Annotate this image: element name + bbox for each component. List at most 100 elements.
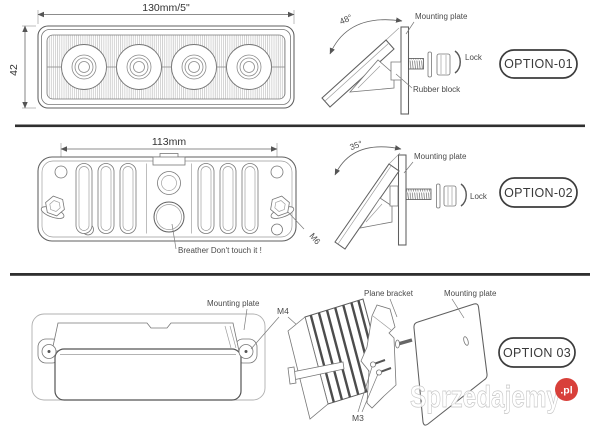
hex-nut [436,53,451,76]
plate-slot-hole [463,336,469,346]
screw-boss [271,223,283,236]
led-ring [236,54,262,80]
mounting-plate-label: Mounting plate [207,299,260,308]
badge-label: OPTION-01 [504,57,573,71]
led-chip [243,61,255,73]
shell-shade-line [224,325,232,349]
flat-washer [436,183,441,209]
led-chip [133,61,145,73]
plane-bracket-label: Plane bracket [364,289,414,298]
bottom-section: Mounting plate M4 [31,289,576,426]
heatsink-fin-inner [244,166,256,231]
mounting-hole [270,165,284,179]
led-chip [188,61,200,73]
led-ring [126,54,152,80]
lamp-face-inner-line [337,165,392,245]
hex-bolt-inner [274,200,286,212]
screw-size-label: M3 [352,413,364,423]
watermark: Sprzedajemy .pl [410,378,578,414]
m3-screw-shaft [373,359,386,365]
width-dimension-label: 113mm [152,136,186,148]
led-reflector-dish [226,44,272,90]
hex-nut [443,185,457,207]
lamp-side-face [287,316,329,420]
leader-line [287,211,305,230]
cable-gland-inner [161,175,177,191]
screw-center [244,350,248,353]
threaded-bolt [408,58,424,70]
leader-line [405,21,415,35]
width-dimension-label: 130mm/5" [142,2,190,14]
mounting-plate [397,154,407,246]
badge-label: OPTION-02 [504,186,573,200]
threaded-bolt [405,188,432,200]
led-ring [71,54,97,80]
breather-label: Breather Don't touch it ! [178,246,262,255]
m3-screw-head [369,361,376,368]
led-ring [184,57,204,77]
angle-arc [329,17,403,55]
through-bolt [397,338,413,346]
side-bolt-right [270,195,295,219]
spring-lock-washer [460,183,467,207]
heatsink-fin-inner [222,166,234,231]
angle-label: 35° [348,138,364,152]
leader-line [451,298,465,319]
plane-bracket [360,304,397,409]
heatsink-fin [75,163,93,234]
fin-line [342,304,368,393]
lock-label: Lock [465,53,483,62]
heatsink-fin [119,163,137,234]
heatsink-fin [97,163,115,234]
heatsink-fin [241,163,259,234]
height-dimension-label: 42 [8,64,20,76]
breather-valve [153,201,185,233]
lock-label: Lock [470,192,488,201]
badge-outline [498,337,576,368]
bracket-inner-line [357,65,381,89]
led-reflectors [61,44,272,90]
bracket-fold-line [372,315,392,331]
led-reflector-dish [171,44,217,90]
watermark-logo-suffix: .pl [560,385,572,397]
leader-line [361,373,379,413]
connector-base [152,156,186,166]
middle-section: 113mm [37,136,578,255]
mounting-plate-label: Mounting plate [415,12,468,21]
badge-outline [499,49,578,79]
tilted-lamp-body [334,163,400,250]
hex-bolt-head [45,195,65,217]
option1-badge: OPTION-01 [499,49,578,79]
bracket-inner-line [365,203,383,223]
mounting-plate [400,26,410,115]
led-ring [74,57,94,77]
led-reflector-dish [61,44,107,90]
side-bolt-left [40,195,65,219]
leader-line [389,298,398,318]
lamp-face-inner-line [324,42,390,102]
breather-valve-inner [156,204,182,230]
leader-line [395,73,413,89]
badge-outline [499,177,578,208]
led-reflector-dish [116,44,162,90]
lamp-bracket-foot [287,366,297,385]
led-reflector [61,44,107,90]
spring-lock-washer [454,50,461,74]
lamp-back-view: 113mm [37,136,323,255]
exploded-mounting-view: Plane bracket Mounting plate M3 [287,289,497,426]
mounting-plate-label: Mounting plate [444,289,497,298]
mounting-plate [413,303,488,426]
option1-mounting-view: 48° Lock Mounting plate Rubber block [321,12,483,115]
heatsink-fin-inner [78,166,90,231]
heatsink-fin-inner [100,166,112,231]
shell-shade-line [229,325,237,349]
heatsink-fin [197,163,215,234]
fin-line [325,309,352,398]
screw-center [47,350,51,353]
fin-line [334,307,360,395]
fin-line [317,312,344,401]
hex-bolt-head [270,195,290,217]
cable-gland [157,171,181,195]
leader-line [243,308,248,331]
